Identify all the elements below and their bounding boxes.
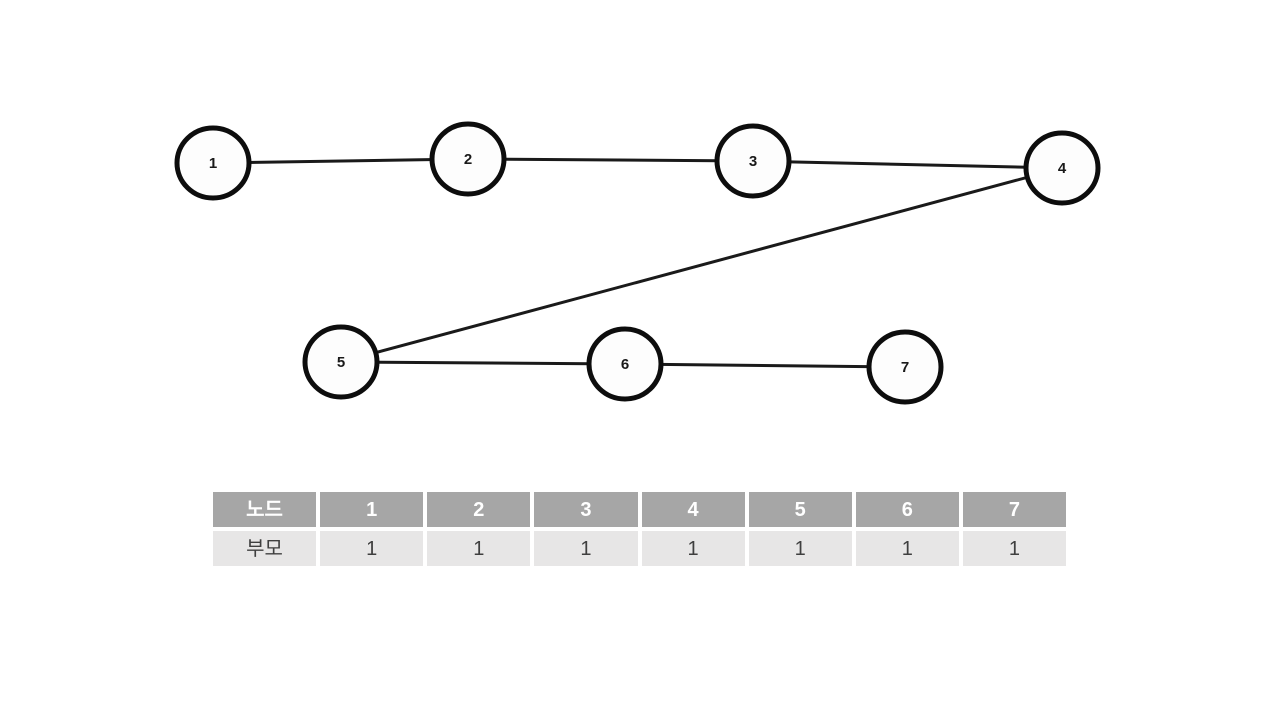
graph-node-circle-1	[174, 125, 252, 201]
graph-edges	[212, 157, 1063, 369]
graph-node-circle-3	[714, 123, 792, 199]
table-parent-value-3: 1	[534, 531, 638, 566]
graph-node-1: 1	[174, 125, 252, 201]
graph-nodes: 1 2 3 4 5 6 7	[174, 121, 1101, 405]
table-parent-value-2: 1	[427, 531, 531, 566]
graph-edge-1-2	[212, 157, 469, 165]
graph-edge-5-6	[340, 360, 626, 366]
graph-node-label-5: 5	[337, 354, 345, 371]
graph-node-circle-7	[866, 329, 944, 405]
graph-edge-4-5	[340, 166, 1063, 364]
table-header-node-3: 3	[534, 492, 638, 527]
graph-node-label-6: 6	[621, 356, 629, 373]
table-parent-value-6: 1	[855, 531, 959, 566]
graph-edge-2-3	[467, 157, 754, 163]
table-header-node-5: 5	[748, 492, 852, 527]
table-header-node-6: 6	[855, 492, 959, 527]
graph-node-label-3: 3	[749, 153, 757, 170]
graph-node-4: 4	[1023, 130, 1101, 206]
table-header-node-2: 2	[427, 492, 531, 527]
table-header-node-4: 4	[641, 492, 745, 527]
graph-node-circle-6	[586, 326, 664, 402]
graph-node-label-4: 4	[1058, 160, 1067, 177]
graph-node-5: 5	[302, 324, 380, 400]
graph-node-circle-5	[302, 324, 380, 400]
table-parent-value-5: 1	[748, 531, 852, 566]
table-header-label: 노드	[213, 492, 317, 527]
graph-node-6: 6	[586, 326, 664, 402]
table-parent-value-7: 1	[962, 531, 1066, 566]
graph-edge-3-4	[752, 159, 1063, 170]
graph-node-label-1: 1	[209, 155, 217, 172]
graph-edge-6-7	[624, 362, 906, 369]
table-parent-value-1: 1	[320, 531, 424, 566]
graph-node-7: 7	[866, 329, 944, 405]
graph-node-circle-2	[429, 121, 507, 197]
graph-node-circle-4	[1023, 130, 1101, 206]
table-parent-value-4: 1	[641, 531, 745, 566]
table-header-node-1: 1	[320, 492, 424, 527]
table-header-node-7: 7	[962, 492, 1066, 527]
graph-node-3: 3	[714, 123, 792, 199]
graph-node-label-7: 7	[901, 359, 909, 376]
table-row-label: 부모	[213, 531, 317, 566]
graph-node-2: 2	[429, 121, 507, 197]
graph-node-label-2: 2	[464, 151, 472, 168]
